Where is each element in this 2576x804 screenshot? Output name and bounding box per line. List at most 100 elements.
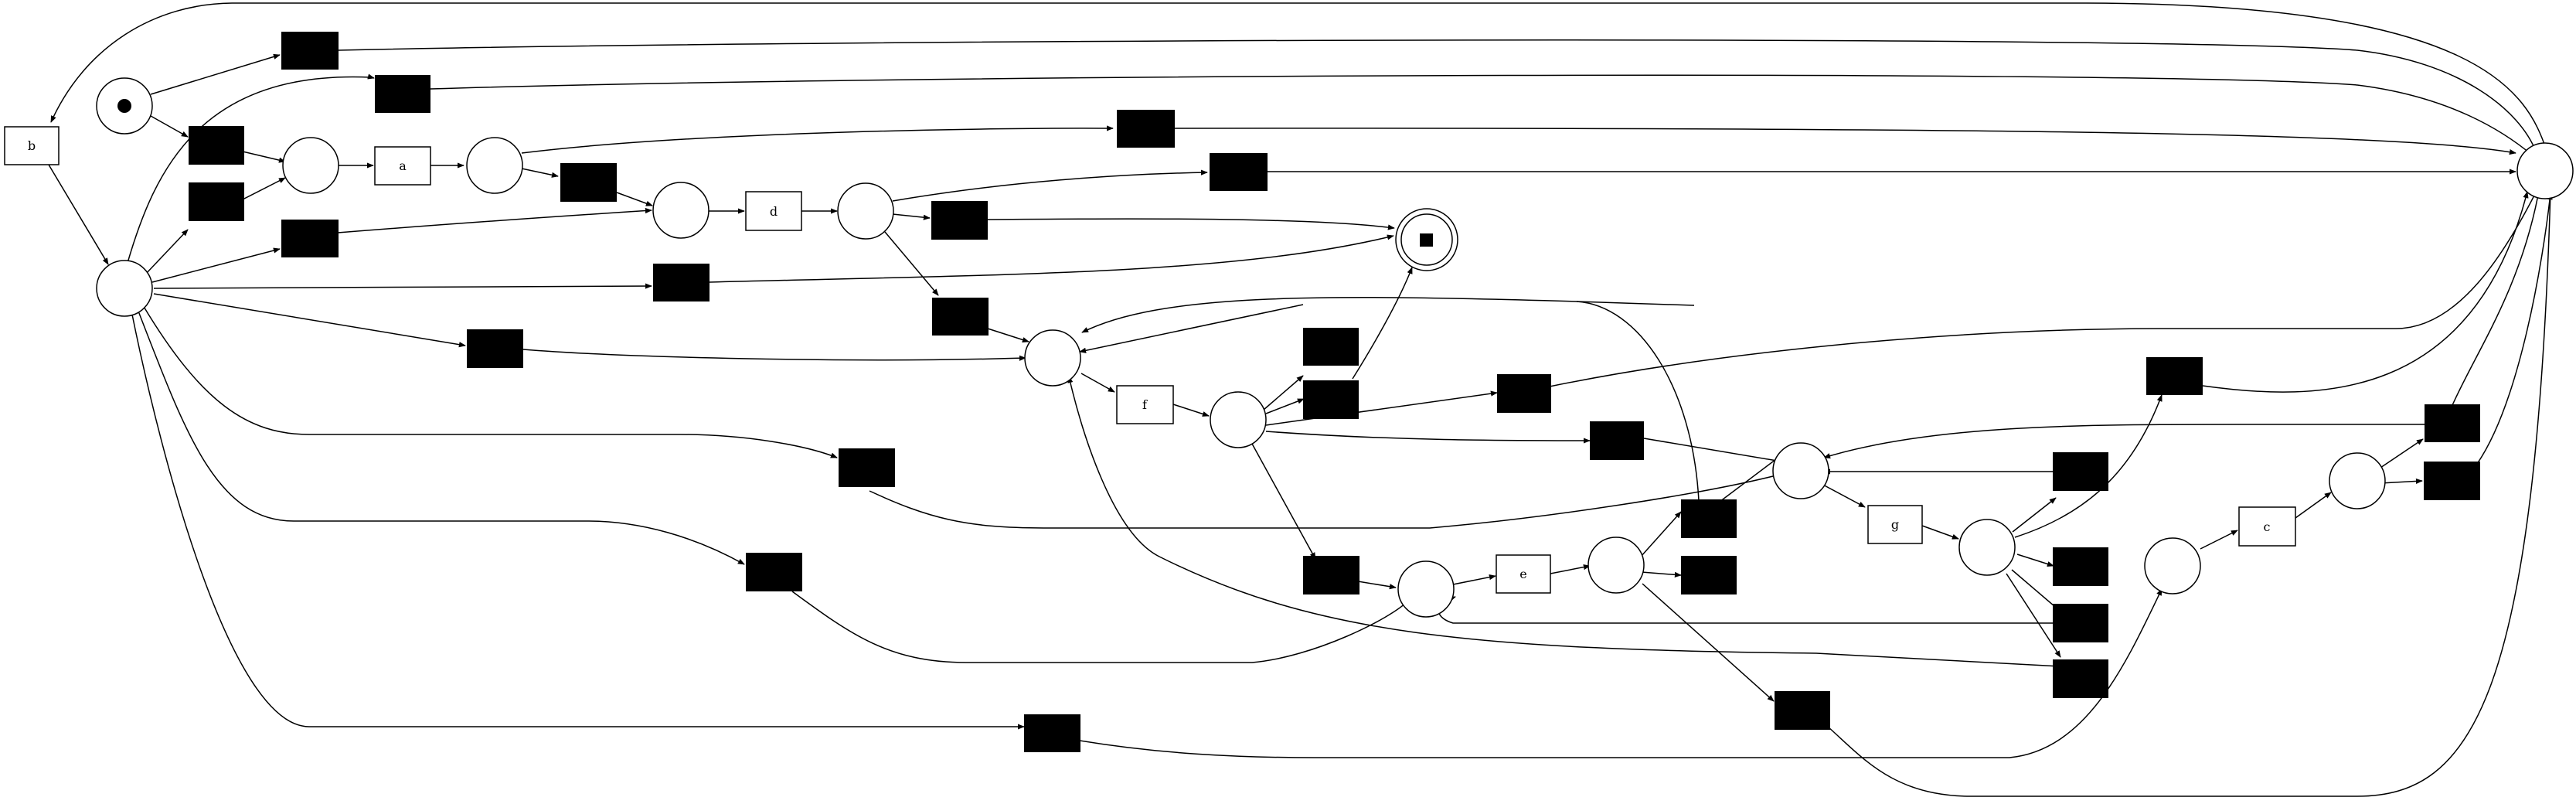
silent-transition [1303,556,1359,594]
silent-transition [2425,404,2480,442]
transition-f-label: f [1142,397,1148,412]
silent-transition [1303,328,1359,366]
place [96,260,153,317]
arc [142,305,838,458]
place [1772,442,1829,499]
arc [2476,192,2553,465]
silent-transition [189,126,244,165]
silent-transition [653,264,710,302]
place [837,182,894,240]
arc-layer [46,2,2554,797]
arc [1174,128,2516,155]
arc [337,207,652,233]
place [2516,142,2574,199]
arc [1452,574,1496,585]
arc [338,39,2537,154]
silent-transition [931,201,988,240]
arc [430,74,2534,157]
arc [1643,438,1782,464]
arc [2200,530,2238,550]
silent-transition [1024,714,1080,752]
token [117,99,131,113]
arc [521,125,1114,154]
arc [892,169,1208,202]
arc [150,115,189,138]
arc [709,234,1394,283]
arc [131,310,1025,730]
arc [1640,511,1682,557]
silent-transition [1775,691,1830,730]
arc [2202,191,2529,393]
place [282,137,339,194]
arc [1067,376,2061,667]
transition-d-label: d [770,204,778,219]
transition-a: a [374,146,431,186]
arc [1357,581,1397,590]
silent-transition [1210,153,1268,191]
transition-f: f [1116,385,1174,424]
place [1397,560,1455,618]
arc [791,591,1409,663]
silent-transition [2053,659,2108,698]
transition-g-label: g [1891,517,1899,532]
arc [987,218,1395,230]
arc [1265,398,1305,414]
sink-marker [1420,233,1433,247]
arc [2380,438,2424,468]
silent-transition [2053,604,2108,642]
place [1958,519,2016,576]
arc [1080,373,1115,393]
arc [2016,554,2054,567]
arc [153,283,652,289]
arc [1079,304,1304,353]
transition-b: b [4,126,60,165]
arc [987,328,1029,342]
arc [1576,301,1700,502]
silent-transition [746,553,802,591]
arc [1641,571,1682,577]
transition-c-label: c [2264,520,2271,534]
arc [50,2,2547,152]
transition-g: g [1867,505,1923,544]
arc [869,473,1780,529]
arc [521,168,559,178]
arc [616,192,653,206]
silent-transition [281,220,339,257]
silent-transition [1681,556,1737,594]
place [1210,391,1267,448]
silent-transition [2053,452,2108,491]
arc [242,177,286,200]
silent-transition [1303,380,1359,419]
arc [1251,443,1316,560]
arc [1438,596,2064,624]
transition-a-label: a [399,158,407,173]
arc [2011,569,2060,612]
silent-transition-layer [189,32,2480,752]
transition-e-label: e [1519,567,1526,581]
arc [1921,525,1959,540]
silent-transition [189,182,244,221]
arc [1172,404,1210,417]
silent-transition [1497,374,1551,413]
silent-transition [1590,421,1644,460]
arc [1265,390,1498,426]
arc [2012,497,2057,533]
silent-transition [375,75,430,113]
arc [1263,375,1304,411]
silent-transition [1117,110,1175,148]
place [1024,329,1081,387]
arc [2295,492,2332,519]
silent-transition [281,32,339,70]
silent-transition [2424,462,2480,500]
arc [2449,190,2541,411]
arc [1550,564,1591,574]
arc [2006,573,2061,658]
arc [892,213,931,220]
arc [1079,588,2163,758]
arc [153,293,466,348]
place [2144,537,2201,594]
place [2329,452,2386,509]
transition-e: e [1496,554,1551,594]
